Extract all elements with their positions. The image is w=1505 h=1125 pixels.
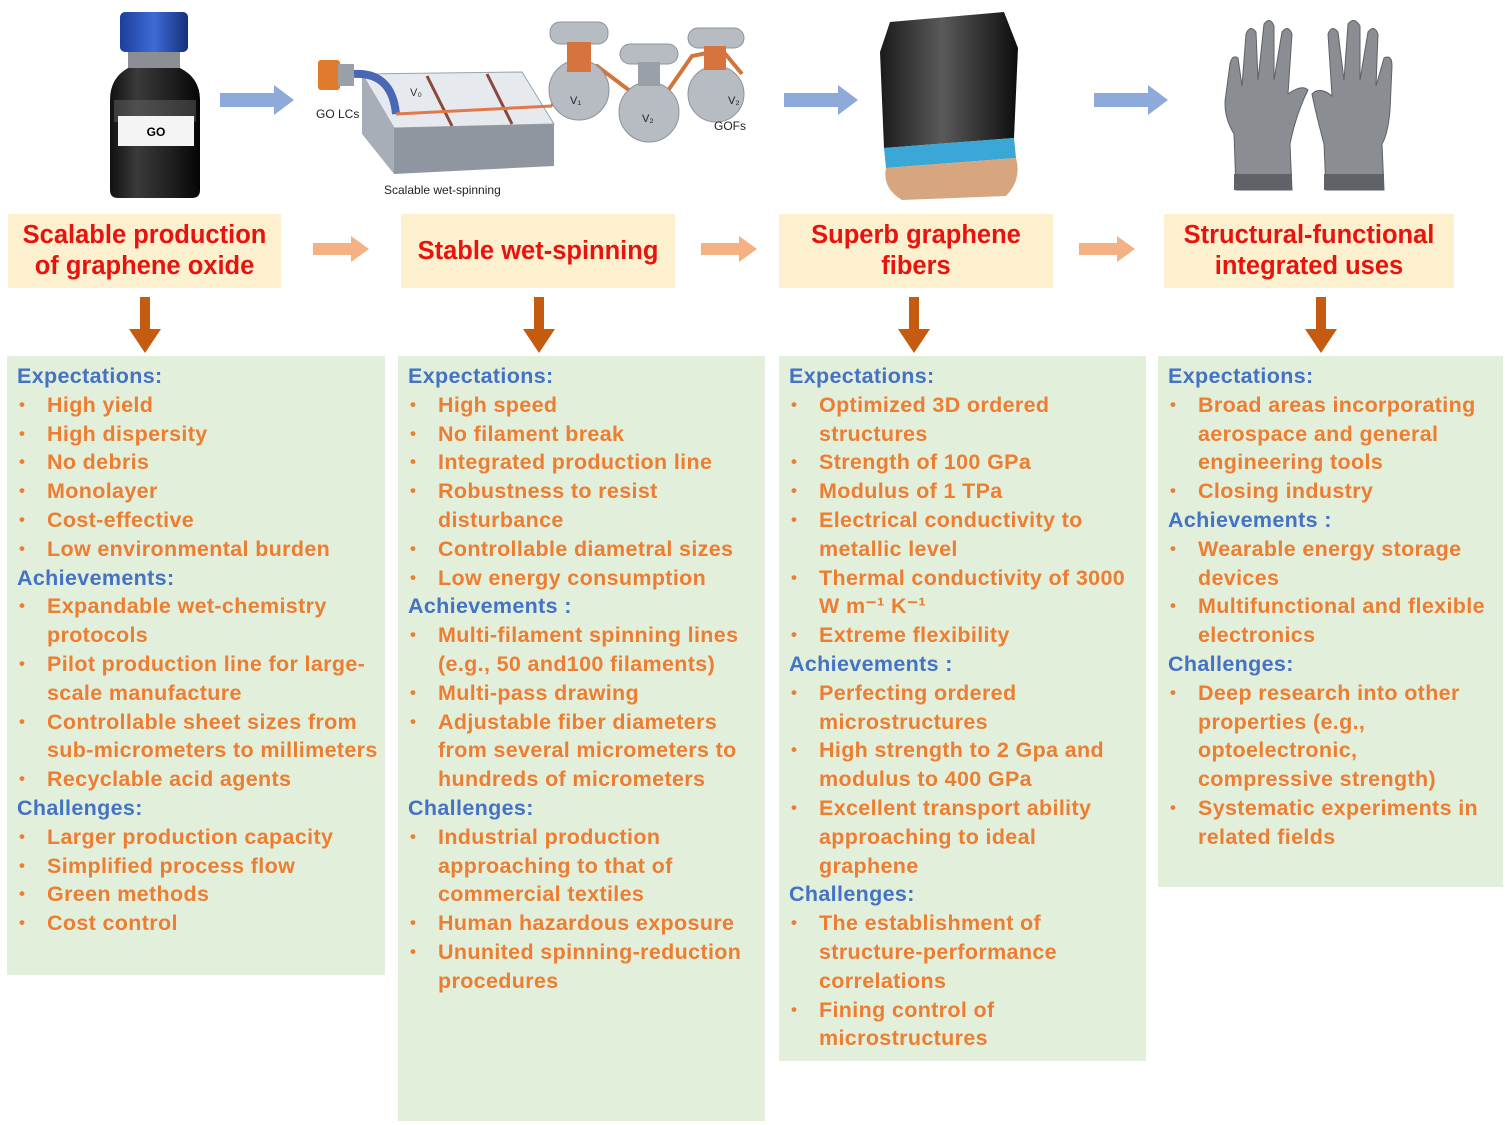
v0-label: V₀ (410, 87, 422, 99)
list-item: Industrial production approaching to tha… (408, 823, 759, 909)
go-lcs-label: GO LCs (316, 107, 359, 121)
flow-arrow-icon (1079, 236, 1135, 262)
list-item: Cost control (17, 909, 379, 938)
list-item: Green methods (17, 880, 379, 909)
stage-title-box: Structural-functional integrated uses (1164, 214, 1454, 288)
stage-details-panel: Expectations: High speed No filament bre… (398, 356, 765, 1121)
list-item: Systematic experiments in related fields (1168, 794, 1497, 852)
list-item: No filament break (408, 420, 759, 449)
wet-spinning-schematic: V₀ GO LCs Scalable wet-spinning V₁ V₂ V₂… (316, 21, 746, 197)
section-heading: Challenges: (408, 795, 534, 820)
section-heading: Expectations: (17, 364, 163, 388)
list-item: Larger production capacity (17, 823, 379, 852)
list-item: Robustness to resist disturbance (408, 477, 759, 535)
wet-spinning-caption: Scalable wet-spinning (384, 183, 501, 197)
list-item: Cost-effective (17, 506, 379, 535)
stage-details-panel: Expectations: Broad areas incorporating … (1158, 356, 1503, 887)
stage-title: Superb graphene fibers (811, 221, 1021, 280)
list-item: Human hazardous exposure (408, 909, 759, 938)
list-item: Controllable diametral sizes (408, 535, 759, 564)
list-item: Electrical conductivity to metallic leve… (789, 506, 1140, 564)
list-item: High strength to 2 Gpa and modulus to 40… (789, 736, 1140, 794)
section-heading: Expectations: (1168, 364, 1314, 388)
v1-label: V₁ (570, 95, 581, 107)
list-item: No debris (17, 448, 379, 477)
list-item: Ununited spinning-reduction procedures (408, 938, 759, 996)
list-item: Thermal conductivity of 3000 W m⁻¹ K⁻¹ (789, 564, 1140, 622)
down-arrow-icon (898, 297, 930, 353)
list-item: Controllable sheet sizes from sub-microm… (17, 708, 379, 766)
list-item: Extreme flexibility (789, 621, 1140, 650)
list-item: The establishment of structure-performan… (789, 909, 1140, 995)
flow-arrow-icon (701, 236, 757, 262)
list-item: Optimized 3D ordered structures (789, 391, 1140, 449)
list-item: Pilot production line for large-scale ma… (17, 650, 379, 708)
fiber-spool-illustration (880, 12, 1018, 200)
section-heading: Challenges: (789, 882, 915, 907)
list-item: Low energy consumption (408, 564, 759, 593)
section-heading: Expectations: (408, 364, 554, 388)
list-item: Deep research into other properties (e.g… (1168, 679, 1497, 794)
list-item: Recyclable acid agents (17, 765, 379, 794)
list-item: High dispersity (17, 420, 379, 449)
section-heading: Expectations: (789, 364, 935, 388)
list-item: Simplified process flow (17, 852, 379, 881)
down-arrow-icon (1305, 297, 1337, 353)
list-item: Broad areas incorporating aerospace and … (1168, 391, 1497, 477)
flow-arrow-icon (1094, 85, 1168, 115)
list-item: High yield (17, 391, 379, 420)
list-item: Fining control of microstructures (789, 996, 1140, 1054)
section-heading: Achievements : (789, 651, 953, 676)
go-label: GO (147, 125, 166, 139)
go-bottle-illustration: GO (110, 12, 200, 198)
stage-title-box: Superb graphene fibers (779, 214, 1053, 288)
v2-label-b: V₂ (728, 95, 740, 107)
gloves-illustration (1224, 20, 1393, 191)
list-item: Adjustable fiber diameters from several … (408, 708, 759, 794)
stage-title: Scalable production of graphene oxide (22, 221, 267, 280)
down-arrow-icon (129, 297, 161, 353)
section-heading: Achievements : (1168, 507, 1332, 532)
list-item: Low environmental burden (17, 535, 379, 564)
down-arrow-icon (523, 297, 555, 353)
list-item: Modulus of 1 TPa (789, 477, 1140, 506)
list-item: Monolayer (17, 477, 379, 506)
list-item: Expandable wet-chemistry protocols (17, 592, 379, 650)
list-item: Integrated production line (408, 448, 759, 477)
list-item: Multi-filament spinning lines (e.g., 50 … (408, 621, 759, 679)
list-item: Excellent transport ability approaching … (789, 794, 1140, 880)
stage-details-panel: Expectations: Optimized 3D ordered struc… (779, 356, 1146, 1061)
list-item: Wearable energy storage devices (1168, 535, 1497, 593)
flow-arrow-icon (784, 85, 858, 115)
section-heading: Achievements : (408, 594, 572, 619)
list-item: Multi-pass drawing (408, 679, 759, 708)
flow-arrow-icon (220, 85, 294, 115)
stage-title: Structural-functional integrated uses (1183, 221, 1435, 280)
stage-title-box: Stable wet-spinning (401, 214, 675, 288)
list-item: Multifunctional and flexible electronics (1168, 592, 1497, 650)
section-heading: Challenges: (1168, 651, 1294, 676)
v2-label-a: V₂ (642, 113, 654, 125)
list-item: Perfecting ordered microstructures (789, 679, 1140, 737)
gofs-label: GOFs (714, 119, 746, 133)
flow-arrow-icon (313, 236, 369, 262)
stage-details-panel: Expectations: High yield High dispersity… (7, 356, 385, 975)
section-heading: Challenges: (17, 795, 143, 820)
stage-title-box: Scalable production of graphene oxide (8, 214, 281, 288)
list-item: Strength of 100 GPa (789, 448, 1140, 477)
stage-title: Stable wet-spinning (417, 236, 659, 265)
section-heading: Achievements: (17, 565, 175, 590)
list-item: High speed (408, 391, 759, 420)
list-item: Closing industry (1168, 477, 1497, 506)
